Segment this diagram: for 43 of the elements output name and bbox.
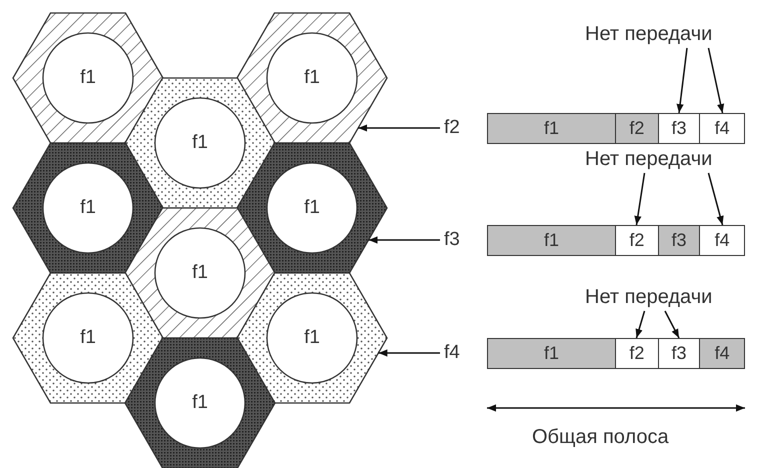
hexagonal-cell <box>125 338 275 468</box>
hexagonal-cell <box>13 273 163 403</box>
note-text: Нет передачи <box>585 22 712 46</box>
band-segment: f4 <box>699 339 744 368</box>
cell-label: f1 <box>191 392 209 414</box>
band-segment: f2 <box>615 114 658 143</box>
arrow <box>358 124 440 132</box>
frequency-label: f3 <box>444 229 460 251</box>
frequency-band-bar <box>487 113 745 144</box>
frequency-label: f4 <box>444 342 460 364</box>
note-text: Нет передачи <box>585 147 712 171</box>
cell-label: f1 <box>303 197 321 219</box>
hexagonal-cell <box>13 13 163 143</box>
arrow <box>368 236 440 244</box>
frequency-band-bar <box>487 225 745 256</box>
cell-label: f1 <box>191 132 209 154</box>
cell-label: f1 <box>303 327 321 349</box>
hexagonal-cell <box>13 143 163 273</box>
note-text: Нет передачи <box>585 285 712 309</box>
arrow <box>708 172 724 226</box>
band-caption: Общая полоса <box>532 425 669 449</box>
band-segment: f3 <box>658 226 700 255</box>
arrow <box>636 310 646 338</box>
cell-label: f1 <box>191 262 209 284</box>
frequency-label: f2 <box>444 117 460 139</box>
band-segment: f1 <box>488 114 615 143</box>
band-segment: f1 <box>488 226 615 255</box>
hexagonal-cell <box>237 273 387 403</box>
cell-label: f1 <box>303 67 321 89</box>
arrow <box>676 48 688 114</box>
band-segment: f3 <box>658 114 700 143</box>
cell-label: f1 <box>79 197 97 219</box>
cell-label: f1 <box>79 327 97 349</box>
arrow <box>664 310 680 338</box>
hexagonal-cell <box>237 143 387 273</box>
arrow <box>708 48 724 114</box>
cell-label: f1 <box>79 67 97 89</box>
arrow <box>634 172 646 226</box>
frequency-band-bar <box>487 338 745 369</box>
band-segment: f3 <box>658 339 700 368</box>
arrow <box>378 349 440 357</box>
band-segment: f1 <box>488 339 615 368</box>
hexagonal-cell <box>237 13 387 143</box>
